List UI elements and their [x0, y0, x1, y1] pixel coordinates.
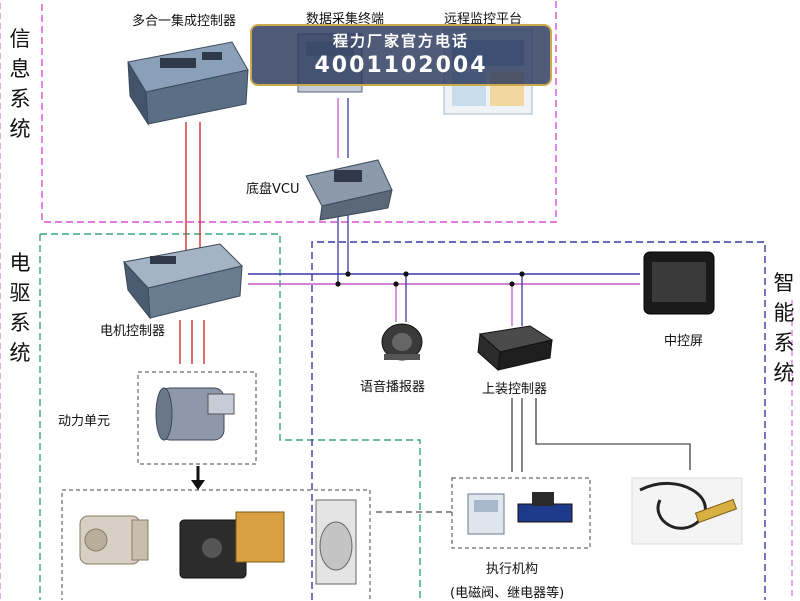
proximity-sensor-icon [631, 477, 743, 545]
motor-controller-icon [123, 243, 243, 320]
electric-motor-icon [155, 387, 235, 441]
info-system-border [41, 0, 557, 223]
sensor-signal-line [535, 398, 691, 470]
data-collector-label: 数据采集终端 [306, 12, 385, 27]
center-screen-icon [643, 251, 715, 315]
power-unit-label: 动力单元 [58, 414, 111, 429]
upper-controller-label: 上装控制器 [482, 382, 548, 397]
hydraulic-pump-icon [79, 515, 149, 565]
chassis-vcu-label: 底盘VCU [246, 182, 300, 197]
actuator-note-label: (电磁阀、继电器等) [450, 586, 565, 601]
all-in-one-controller-icon [127, 41, 249, 126]
center-screen-label: 中控屏 [664, 334, 704, 349]
plunger-pump-icon [179, 511, 285, 579]
solenoid-valve-icon [517, 492, 573, 523]
upper-controller-icon [477, 325, 554, 372]
smart-system-border [311, 241, 766, 600]
actuator-label: 执行机构 [486, 562, 539, 577]
outer-border-bottom [0, 3, 793, 600]
info-system-label: 信息系统 [9, 27, 31, 141]
banner-title: 程力厂家官方电话 [332, 32, 469, 50]
down-arrow-icon [191, 480, 205, 490]
blower-fan-icon [315, 499, 357, 585]
electric-system-label: 电驱系统 [9, 251, 31, 365]
banner-phone: 4001102004 [314, 53, 488, 78]
all-in-one-controller-label: 多合一集成控制器 [132, 14, 237, 29]
actuator-box [451, 477, 591, 549]
power-unit-box [137, 371, 257, 465]
load-group-box [61, 489, 371, 600]
remote-monitor-label: 远程监控平台 [444, 12, 523, 27]
chassis-vcu-icon [305, 159, 393, 221]
voice-player-icon [381, 323, 423, 361]
smart-system-label: 智能系统 [773, 271, 795, 385]
motor-controller-label: 电机控制器 [100, 324, 166, 339]
contact-banner: 程力厂家官方电话 4001102004 [250, 24, 552, 86]
relay-icon [467, 493, 505, 535]
voice-player-label: 语音播报器 [360, 380, 426, 395]
bus-junctions [335, 271, 525, 287]
